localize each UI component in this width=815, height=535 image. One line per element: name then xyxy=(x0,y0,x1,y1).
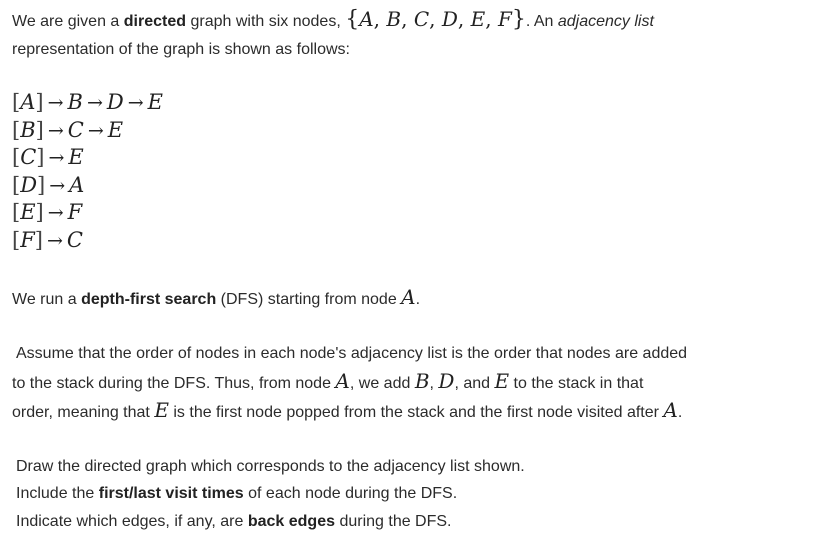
math-node: D xyxy=(438,368,455,393)
task-line-3: Indicate which edges, if any, are back e… xyxy=(12,508,807,535)
intro-text: . An xyxy=(525,13,558,30)
right-arrow-icon: → xyxy=(87,119,104,142)
right-arrow-icon: → xyxy=(48,147,65,170)
adjacency-head-node: E xyxy=(20,200,36,225)
close-bracket: ] xyxy=(37,172,46,197)
node-set-item: C xyxy=(413,7,430,31)
math-node: B xyxy=(414,368,430,393)
close-bracket: ] xyxy=(36,145,45,170)
intro-text: We are given a xyxy=(12,13,124,30)
task-text: of each node during the DFS. xyxy=(243,485,458,503)
node-set-item: B xyxy=(386,7,402,31)
node-set-item: E xyxy=(470,7,486,31)
assume-text: to the stack during the DFS. Thus, from … xyxy=(12,374,336,392)
close-bracket: ] xyxy=(35,117,44,142)
task-bold: first/last visit times xyxy=(98,485,244,503)
adjacency-row: [C]→E xyxy=(12,144,807,172)
node-set: {A, B, C, D, E, F} xyxy=(345,7,526,32)
node-set-open-brace: { xyxy=(345,7,360,32)
intro-bold-directed: directed xyxy=(123,13,187,30)
open-bracket: [ xyxy=(12,90,21,114)
adjacency-neighbor-node: E xyxy=(68,145,84,170)
adjacency-neighbor-node: B xyxy=(67,90,83,114)
right-arrow-icon: → xyxy=(49,174,66,197)
adjacency-head-node: F xyxy=(20,227,35,252)
node-set-item: A xyxy=(359,7,374,31)
assume-line-1: Assume that the order of nodes in each n… xyxy=(16,345,688,363)
close-bracket: ] xyxy=(34,227,43,252)
open-bracket: [ xyxy=(12,145,21,170)
run-text: We run a xyxy=(12,290,82,308)
adjacency-row: [E]→F xyxy=(12,199,807,227)
open-bracket: [ xyxy=(12,172,21,197)
run-text: . xyxy=(415,290,421,308)
adjacency-neighbor-node: D xyxy=(106,90,124,114)
adjacency-neighbor-node: E xyxy=(107,117,124,142)
adjacency-head-node: B xyxy=(20,117,36,142)
assume-text: . xyxy=(677,404,683,422)
adjacency-list: [A]→B→D→E[B]→C→E[C]→E[D]→A[E]→F[F]→C xyxy=(12,89,807,255)
right-arrow-icon: → xyxy=(47,92,64,114)
assume-line-3: order, meaning that E is the first node … xyxy=(12,397,807,427)
adjacency-row: [A]→B→D→E xyxy=(12,89,807,117)
assume-text: order, meaning that xyxy=(12,404,155,422)
adjacency-neighbor-node: A xyxy=(69,172,85,197)
node-set-item: D xyxy=(441,7,458,31)
assume-text: is the first node popped from the stack … xyxy=(168,404,664,422)
intro-italic-adjacency-list: adjacency list xyxy=(557,13,654,30)
assume-text: , xyxy=(429,374,439,392)
node-set-close-brace: } xyxy=(511,7,526,32)
run-bold-dfs: depth-first search xyxy=(81,290,217,308)
right-arrow-icon: → xyxy=(47,119,64,142)
intro-text: graph with six nodes, xyxy=(186,13,346,30)
task-text: Indicate which edges, if any, are xyxy=(16,512,248,530)
open-bracket: [ xyxy=(12,200,21,225)
intro-line-1: We are given a directed graph with six n… xyxy=(12,6,807,36)
assume-text: , and xyxy=(454,374,495,392)
task-line-2: Include the first/last visit times of ea… xyxy=(12,480,807,508)
math-node: A xyxy=(663,398,678,423)
task-text: during the DFS. xyxy=(335,512,452,530)
assume-text: to the stack in that xyxy=(509,374,644,392)
adjacency-head-node: A xyxy=(20,90,36,114)
adjacency-row: [F]→C xyxy=(12,227,807,255)
adjacency-neighbor-node: E xyxy=(147,90,163,114)
node-set-item: F xyxy=(497,7,512,31)
right-arrow-icon: → xyxy=(86,92,103,114)
assume-line-2: to the stack during the DFS. Thus, from … xyxy=(12,368,807,398)
math-node: A xyxy=(335,368,350,393)
adjacency-row: [B]→C→E xyxy=(12,117,807,145)
problem-statement: We are given a directed graph with six n… xyxy=(12,6,807,535)
assume-text: , we add xyxy=(349,374,415,392)
adjacency-head-node: D xyxy=(20,172,38,197)
adjacency-row: [D]→A xyxy=(12,172,807,200)
right-arrow-icon: → xyxy=(46,229,63,252)
close-bracket: ] xyxy=(35,90,44,114)
task-bold: back edges xyxy=(247,512,335,530)
run-line: We run a depth-first search (DFS) starti… xyxy=(12,284,807,314)
math-node: E xyxy=(494,368,510,393)
right-arrow-icon: → xyxy=(127,92,144,114)
open-bracket: [ xyxy=(12,227,21,252)
task-line-1: Draw the directed graph which correspond… xyxy=(16,457,525,475)
run-start-node: A xyxy=(401,284,416,309)
adjacency-neighbor-node: F xyxy=(67,200,83,225)
math-node: E xyxy=(154,398,169,423)
adjacency-neighbor-node: C xyxy=(67,117,84,142)
task-text: Include the xyxy=(16,485,99,503)
right-arrow-icon: → xyxy=(47,202,64,225)
adjacency-neighbor-node: C xyxy=(66,227,83,252)
close-bracket: ] xyxy=(35,200,44,225)
run-text: (DFS) starting from node xyxy=(216,290,402,308)
open-bracket: [ xyxy=(12,117,21,142)
adjacency-head-node: C xyxy=(20,145,37,170)
intro-line-2: representation of the graph is shown as … xyxy=(12,40,350,58)
